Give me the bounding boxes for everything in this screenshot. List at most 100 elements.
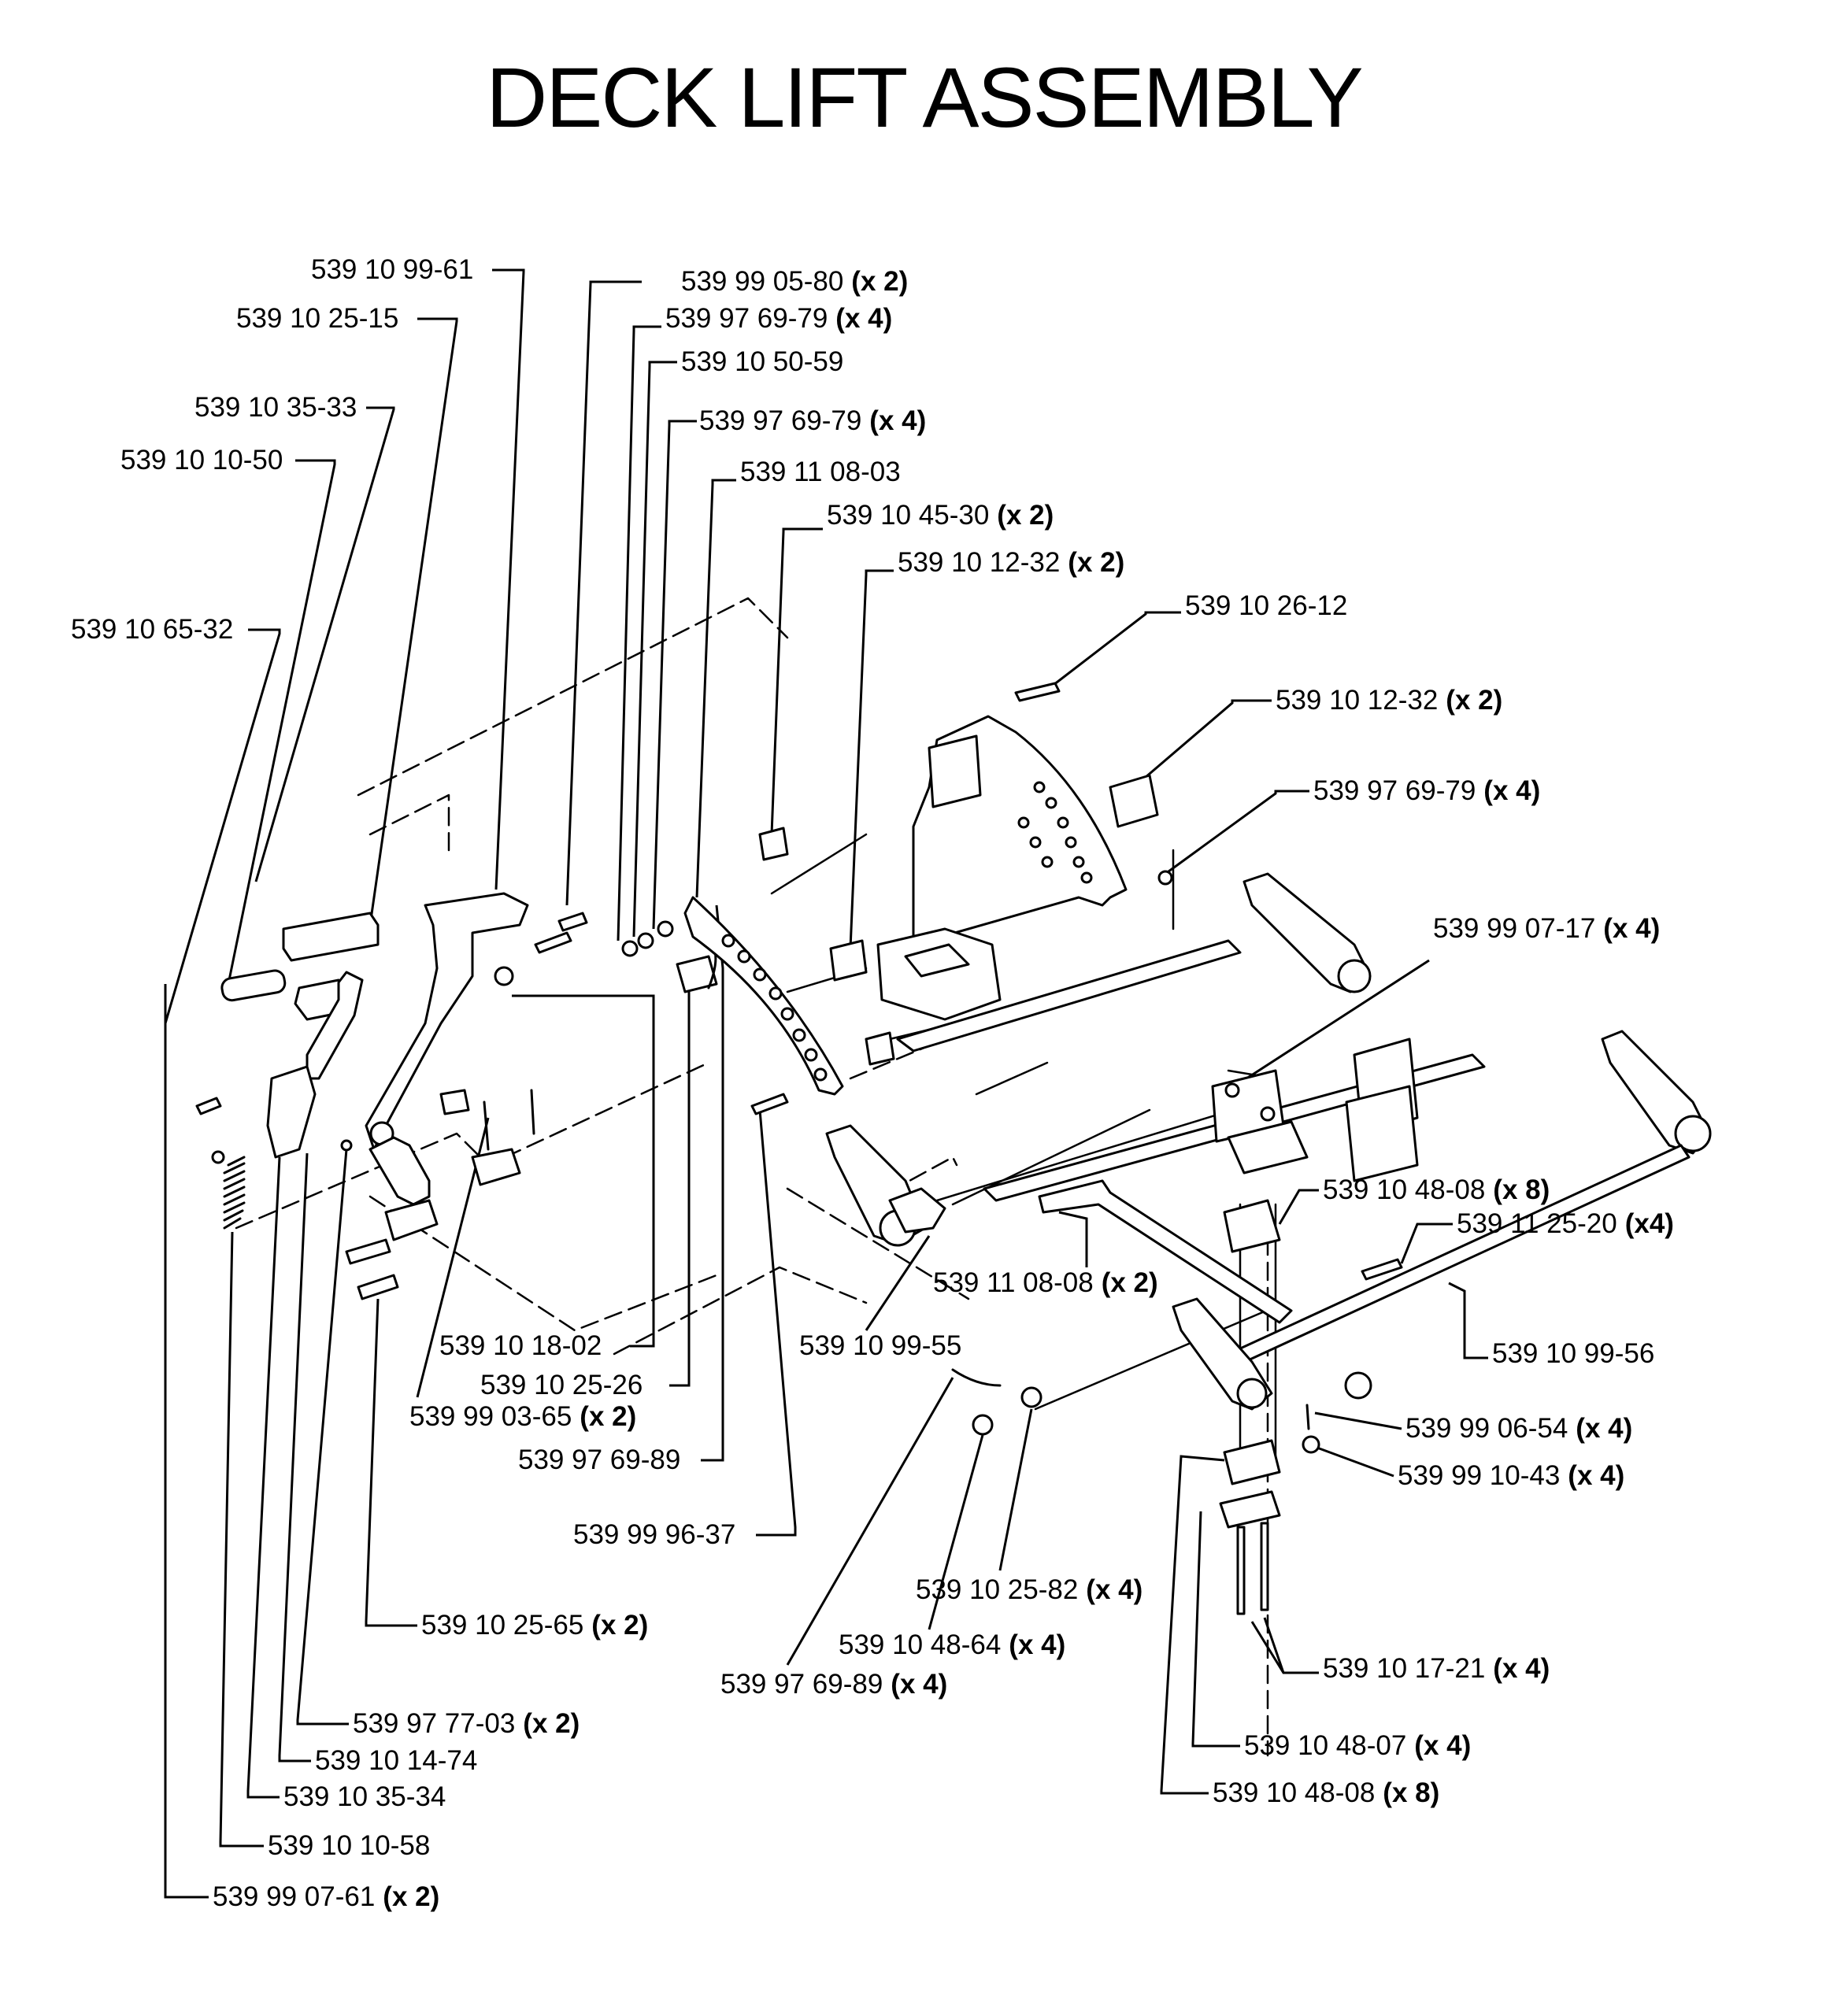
leader-line — [1314, 1445, 1394, 1478]
part-number: 539 10 17-21 — [1323, 1653, 1486, 1684]
part-number: 539 10 14-74 — [315, 1745, 478, 1776]
part-quantity: (x 2) — [523, 1708, 580, 1739]
spacer-b — [865, 1031, 895, 1066]
lift-link — [368, 1136, 431, 1206]
height-adjust-plate — [683, 896, 844, 1096]
callout-label: 539 10 12-32(x 2) — [1276, 686, 1502, 714]
callout-label: 539 10 65-32 — [71, 616, 233, 643]
pedal-bushing — [439, 1089, 470, 1115]
part-number: 539 99 10-43 — [1398, 1460, 1561, 1491]
part-number: 539 10 10-50 — [120, 445, 283, 475]
part-number: 539 11 08-08 — [933, 1267, 1094, 1298]
part-quantity: (x 4) — [1603, 913, 1661, 944]
rear-link-end — [1344, 1371, 1372, 1400]
part-number: 539 10 99-61 — [311, 254, 474, 285]
callout-label: 539 10 48-64(x 4) — [839, 1631, 1065, 1659]
part-number: 539 99 07-17 — [1433, 913, 1596, 944]
part-number: 539 97 77-03 — [353, 1708, 516, 1739]
leader-line — [492, 268, 525, 890]
pivot-bracket — [384, 1199, 439, 1241]
part-quantity: (x 4) — [869, 405, 927, 436]
leader-line — [1043, 611, 1181, 694]
part-number: 539 10 12-32 — [898, 547, 1061, 578]
callout-label: 539 10 99-61 — [311, 256, 473, 283]
callout-label: 539 97 69-89(x 4) — [720, 1670, 947, 1698]
part-number: 539 10 50-59 — [681, 346, 844, 377]
part-quantity: (x 4) — [1009, 1629, 1066, 1660]
part-quantity: (x4) — [1624, 1208, 1674, 1239]
leader-line — [368, 317, 458, 926]
callout-label: 539 10 10-58 — [268, 1832, 430, 1859]
pull-pin — [676, 955, 718, 993]
rear-arm-long-boss — [1674, 1115, 1712, 1152]
part-quantity: (x 2) — [997, 500, 1054, 531]
bolt-a — [534, 931, 572, 954]
part-quantity: (x 2) — [580, 1401, 637, 1432]
small-nut — [211, 1150, 225, 1164]
callout-label: 539 97 77-03(x 2) — [353, 1710, 580, 1737]
clamp-block — [1223, 1199, 1281, 1253]
lift-shaft — [896, 939, 1242, 1052]
callout-label: 539 99 06-54(x 4) — [1405, 1415, 1632, 1442]
tie-rod — [1038, 1179, 1293, 1324]
flange-bushing — [1109, 774, 1159, 828]
part-number: 539 10 26-12 — [1185, 590, 1348, 621]
bushing-a — [829, 939, 868, 982]
part-number: 539 97 69-79 — [1313, 775, 1476, 806]
hand-lever-handle — [306, 971, 364, 1080]
leader-line — [928, 1434, 984, 1630]
callout-label: 539 10 25-65(x 2) — [421, 1611, 648, 1639]
dashed-center-lines — [235, 597, 1269, 1757]
leader-line — [1058, 1211, 1088, 1267]
callout-label: 539 97 69-79(x 4) — [699, 407, 926, 435]
callout-label: 539 97 69-79(x 4) — [665, 305, 892, 332]
callout-label: 539 10 25-26 — [480, 1371, 643, 1399]
part-number: 539 97 69-79 — [699, 405, 862, 436]
callout-label: 539 99 07-17(x 4) — [1433, 915, 1660, 942]
callout-label: 539 99 05-80(x 2) — [681, 268, 908, 295]
hanger-base — [1227, 1120, 1309, 1174]
leader-line — [1250, 1621, 1319, 1674]
part-quantity: (x 2) — [383, 1881, 440, 1912]
part-number: 539 10 35-34 — [283, 1781, 446, 1812]
leader-line — [278, 1152, 311, 1763]
leader-line — [164, 984, 209, 1899]
bolt-b — [557, 912, 588, 932]
page-title: DECK LIFT ASSEMBLY — [486, 50, 1363, 145]
part-number: 539 11 08-03 — [740, 457, 901, 487]
leader-line — [998, 1408, 1033, 1571]
callout-label: 539 10 99-56 — [1492, 1340, 1654, 1367]
shoulder-bolt-b — [357, 1274, 399, 1300]
part-quantity: (x 2) — [851, 266, 909, 297]
lower-plate — [1219, 1490, 1281, 1529]
callout-label: 539 99 96-37 — [573, 1521, 735, 1548]
part-quantity: (x 2) — [1101, 1267, 1158, 1298]
axle-arm-left — [888, 1187, 946, 1234]
leader-line — [164, 628, 281, 1024]
part-number: 539 10 45-30 — [827, 500, 990, 531]
leader-line — [756, 1109, 797, 1537]
leader-line — [786, 1377, 954, 1666]
leader-line — [1165, 790, 1309, 875]
nut-c — [657, 920, 674, 938]
leader-line — [365, 1298, 417, 1627]
nut-f — [1260, 1106, 1276, 1122]
part-number: 539 97 69-79 — [665, 303, 828, 334]
e-clip — [494, 966, 514, 986]
clevis-pin — [195, 1097, 222, 1115]
callout-label: 539 97 69-89 — [518, 1446, 680, 1474]
cotter-pin-c — [1305, 1404, 1310, 1430]
pedal-pad — [282, 912, 380, 962]
bolt-c — [750, 1093, 789, 1115]
leader-line — [296, 1149, 349, 1726]
part-quantity: (x 2) — [1068, 547, 1125, 578]
cotter-pin-a — [483, 1100, 490, 1151]
part-number: 539 10 10-58 — [268, 1830, 431, 1861]
carriage-bolt-a — [1236, 1526, 1246, 1615]
part-number: 539 10 25-15 — [236, 303, 399, 334]
washer-a — [972, 1414, 994, 1436]
part-number: 539 10 25-82 — [916, 1574, 1079, 1605]
lower-clamp — [1223, 1439, 1281, 1485]
leader-line — [849, 569, 894, 949]
rear-link-boss — [1236, 1378, 1268, 1409]
